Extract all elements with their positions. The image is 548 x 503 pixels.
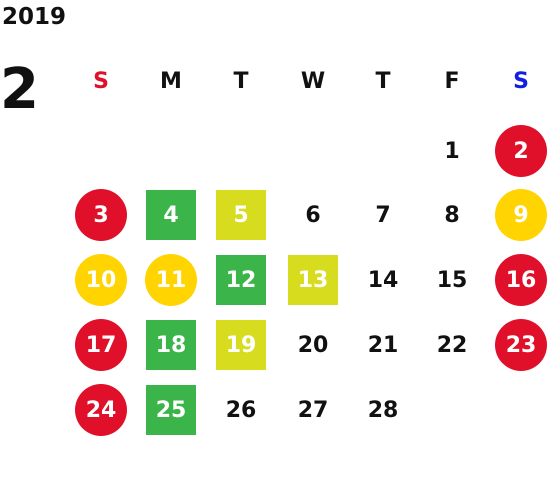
- day-cell-12[interactable]: 12: [216, 255, 266, 305]
- day-cell-13[interactable]: 13: [288, 255, 338, 305]
- weekday-header: S: [93, 68, 109, 94]
- day-cell-9[interactable]: 9: [495, 189, 547, 241]
- day-cell-8[interactable]: 8: [444, 202, 460, 228]
- day-cell-7[interactable]: 7: [375, 202, 391, 228]
- day-cell-22[interactable]: 22: [436, 332, 468, 358]
- day-cell-6[interactable]: 6: [305, 202, 321, 228]
- day-cell-24[interactable]: 24: [75, 384, 127, 436]
- year-label: 2019: [2, 4, 67, 30]
- day-cell-18[interactable]: 18: [146, 320, 196, 370]
- day-cell-2[interactable]: 2: [495, 125, 547, 177]
- day-cell-5[interactable]: 5: [216, 190, 266, 240]
- weekday-header: T: [375, 68, 391, 94]
- weekday-header: F: [444, 68, 460, 94]
- day-cell-16[interactable]: 16: [495, 254, 547, 306]
- day-cell-1[interactable]: 1: [444, 138, 460, 164]
- day-cell-19[interactable]: 19: [216, 320, 266, 370]
- weekday-header: S: [513, 68, 529, 94]
- day-cell-15[interactable]: 15: [436, 267, 468, 293]
- day-cell-27[interactable]: 27: [297, 397, 329, 423]
- day-cell-20[interactable]: 20: [297, 332, 329, 358]
- day-cell-21[interactable]: 21: [367, 332, 399, 358]
- day-cell-10[interactable]: 10: [75, 254, 127, 306]
- weekday-header: T: [233, 68, 249, 94]
- day-cell-3[interactable]: 3: [75, 189, 127, 241]
- weekday-header: M: [160, 68, 182, 94]
- day-cell-4[interactable]: 4: [146, 190, 196, 240]
- day-cell-17[interactable]: 17: [75, 319, 127, 371]
- day-cell-25[interactable]: 25: [146, 385, 196, 435]
- month-number: 2: [0, 57, 39, 122]
- day-cell-11[interactable]: 11: [145, 254, 197, 306]
- day-cell-14[interactable]: 14: [367, 267, 399, 293]
- day-cell-26[interactable]: 26: [225, 397, 257, 423]
- day-cell-23[interactable]: 23: [495, 319, 547, 371]
- day-cell-28[interactable]: 28: [367, 397, 399, 423]
- weekday-header: W: [300, 68, 326, 94]
